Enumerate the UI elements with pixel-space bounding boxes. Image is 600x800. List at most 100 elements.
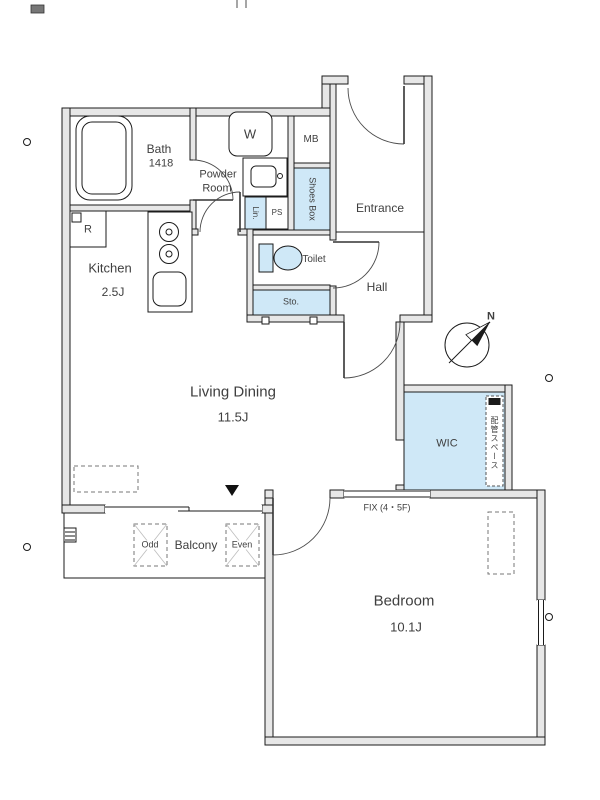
markers [23,0,553,621]
wall-segment [399,314,433,323]
pivot-mark [309,316,318,325]
pipe-space-box [485,395,504,487]
fix-window-gap [344,490,430,498]
edge-circle-marker [23,138,31,146]
label-north: N [487,310,495,323]
label-fix-window: FIX (4・5F) [363,502,411,513]
washer-icon [228,111,273,157]
balcony-group [63,513,266,579]
wall-segment [61,107,71,506]
label-wic: WIC [436,437,458,450]
north-arrow-light [465,321,491,341]
wall-segment [287,115,295,233]
wall-segment [423,75,433,323]
pipe-shaft-area [265,196,289,230]
wall-segment [321,75,349,85]
stove-burner [159,244,179,264]
north-arrow-dark [471,322,490,347]
label-balcony: Balcony [174,538,218,552]
wall-segment [329,489,345,499]
label-living-dining: Living Dining [190,383,276,401]
label-washer: W [243,126,257,142]
vanity-icon [242,157,288,197]
entrance-door-arc [347,87,405,145]
wall-segment [246,228,254,323]
bathtub-inner [81,121,127,195]
wall-segment [293,162,331,169]
label-linen: Lin. [251,206,260,220]
vanity-faucet [277,173,283,179]
label-living-size: 11.5J [217,409,249,425]
wall-segment [536,489,546,601]
pipe-space-duct [488,398,501,405]
wall-segment [536,644,546,738]
equipment-dashed-box [73,465,139,493]
wall-segment [395,484,405,491]
wall-segment [252,229,331,236]
toilet-door-arc [332,241,380,289]
wall-segment [264,497,274,746]
doors [192,86,424,556]
label-entrance: Entrance [355,201,405,215]
balcony-railing [63,513,266,579]
label-even: Even [230,539,254,550]
toilet-tank [258,243,274,273]
bathtub-icon [75,115,133,201]
label-shoes-box: Shoes Box [307,177,318,221]
label-kitchen-size: 2.5J [101,285,125,299]
label-pipe-shaft: PS [271,208,283,217]
wall-segment [61,504,106,514]
wall-segment [403,384,513,393]
label-powder-2: Room [202,182,232,195]
partition-box-odd [133,523,168,567]
fridge-icon [69,210,107,248]
label-fridge: R [84,223,92,236]
hall-door-arc [343,321,401,379]
fixtures [69,111,303,313]
equipment-dashed-box [487,511,515,575]
bedroom-window-gap [537,600,545,645]
label-kitchen: Kitchen [88,260,132,276]
compass [444,321,491,368]
pivot-mark [261,316,270,325]
label-bedroom: Bedroom [373,592,435,610]
shoes-box-area [293,167,331,231]
label-pipe-space: 配管スペース [490,416,499,470]
stove-burner-center [165,250,173,258]
bedroom-door-arc [272,497,331,556]
fridge-corner-box [71,212,82,223]
edge-circle-marker [23,543,31,551]
balcony-slider-gap [105,505,262,513]
stove-burner [159,222,179,242]
wall-segment [189,107,197,161]
edge-circle-marker [545,613,553,621]
stove-burner-center [165,228,173,236]
kitchen-sink [152,271,187,307]
entry-triangle-marker [225,485,239,496]
windows [105,490,545,645]
wall-segment [264,736,546,746]
label-bath: Bath [146,142,172,156]
label-meter-box: MB [303,134,319,145]
wall-segment [329,83,337,241]
toilet-bowl [273,245,303,271]
wall-segment [252,284,331,291]
label-storage: Sto. [282,296,300,307]
walls [61,75,546,746]
storage-area [252,289,331,316]
label-bath-size: 1418 [148,157,174,170]
wall-segment [69,204,191,212]
wall-segment [261,504,274,514]
label-bedroom-size: 10.1J [390,619,422,635]
label-toilet: Toilet [302,254,326,265]
wall-segment [504,384,513,491]
page-corner-mark [30,4,45,14]
powder-door-arc [199,191,241,233]
partition-box-even [225,523,260,567]
label-odd: Odd [140,539,160,550]
wall-segment [264,489,274,499]
label-powder-1: Powder [199,168,237,181]
wall-segment [429,489,546,499]
